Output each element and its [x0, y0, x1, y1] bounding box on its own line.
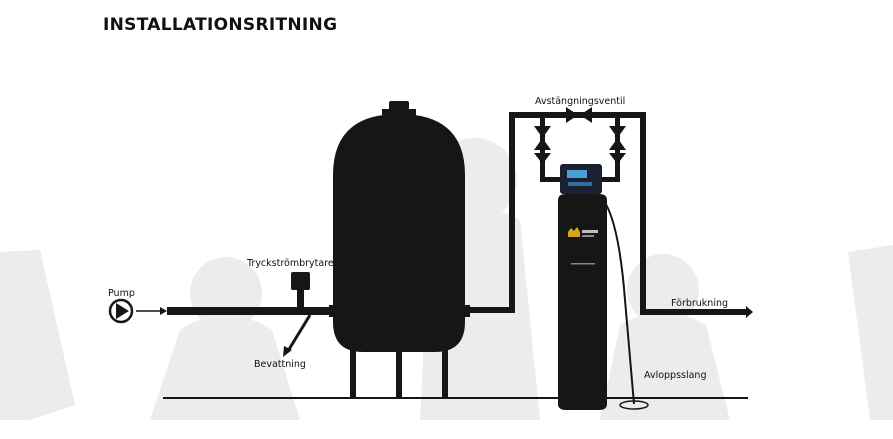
inlet-pipe [167, 307, 337, 315]
bypass-valves [534, 115, 626, 182]
shutoff-valve-icon [566, 107, 592, 123]
shutoff-valve-label: Avstängningsventil [535, 96, 625, 107]
drain-hose [597, 193, 635, 405]
consumption-label: Förbrukning [671, 298, 728, 309]
pump-label: Pump [108, 288, 135, 299]
drain-hose-label: Avloppsslang [644, 370, 707, 381]
water-softener [558, 164, 607, 410]
pump-icon [108, 298, 134, 324]
pressure-switch-label: Tryckströmbrytare [246, 258, 334, 269]
page-title: INSTALLATIONSRITNING [103, 15, 337, 35]
pressure-switch [291, 272, 310, 307]
pressure-tank [333, 101, 465, 398]
irrigation-label: Bevattning [254, 359, 306, 370]
irrigation-arrow [286, 314, 312, 352]
